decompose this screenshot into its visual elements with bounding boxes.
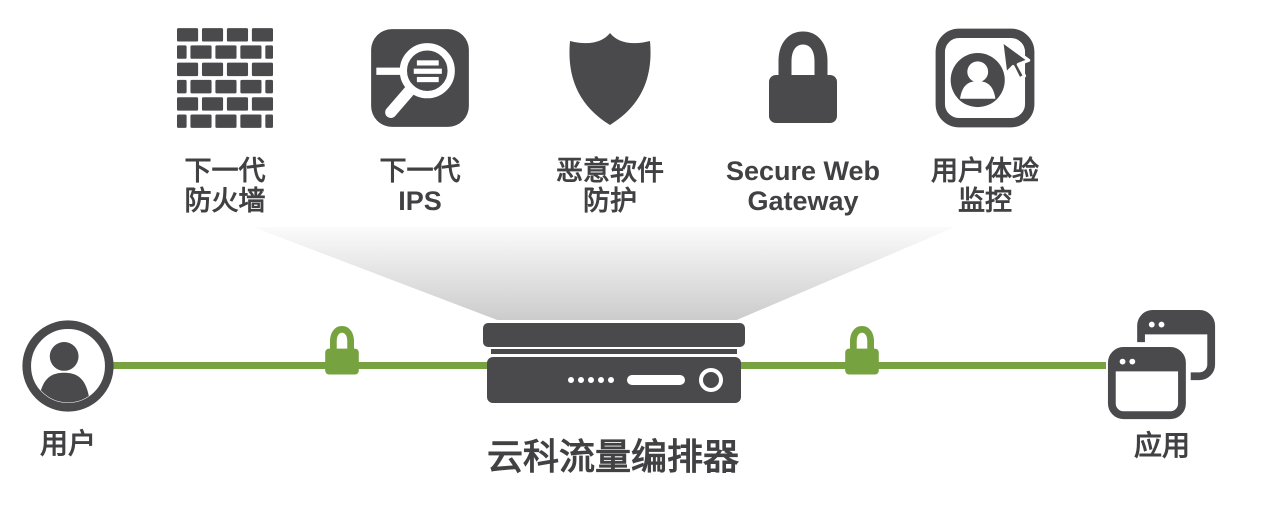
green-lock-icon xyxy=(318,324,366,383)
service-label: 下一代 防火墙 xyxy=(125,156,325,216)
appliance-icon xyxy=(483,323,745,408)
service-malware-protection: 恶意软件 防护 xyxy=(510,26,710,216)
user-experience-icon xyxy=(885,26,1085,142)
applications-icon xyxy=(1103,310,1218,427)
lock-icon xyxy=(703,26,903,142)
service-label: Secure Web Gateway xyxy=(703,156,903,216)
service-label: 用户体验 监控 xyxy=(885,156,1085,216)
service-label-line1: Secure Web xyxy=(725,156,881,186)
service-label-line1: 恶意软件 xyxy=(556,156,664,186)
service-label: 下一代 IPS xyxy=(320,156,520,216)
service-label: 恶意软件 防护 xyxy=(510,156,710,216)
apps-label: 应用 xyxy=(1133,430,1190,461)
shield-icon xyxy=(510,26,710,142)
firewall-icon xyxy=(125,26,325,142)
service-secure-web-gateway: Secure Web Gateway xyxy=(703,26,903,216)
service-label-line2: 防火墙 xyxy=(184,186,266,217)
service-user-experience: 用户体验 监控 xyxy=(885,26,1085,216)
service-label-line2: IPS xyxy=(398,186,442,217)
ips-magnifier-icon xyxy=(320,26,520,142)
service-label-line1: 下一代 xyxy=(184,156,266,186)
service-label-line1: 用户体验 xyxy=(931,156,1039,186)
service-ngips: 下一代 IPS xyxy=(320,26,520,216)
service-label-line2: 防护 xyxy=(583,186,637,217)
orchestrator-label: 云科流量编排器 xyxy=(486,436,739,477)
green-lock-icon xyxy=(838,324,886,383)
service-label-line1: 下一代 xyxy=(379,156,461,186)
service-ngfw: 下一代 防火墙 xyxy=(125,26,325,216)
inspection-funnel xyxy=(253,227,955,320)
user-label: 用户 xyxy=(39,428,96,459)
service-label-line2: Gateway xyxy=(747,186,859,217)
service-label-line2: 监控 xyxy=(958,186,1012,217)
user-icon xyxy=(20,318,116,419)
